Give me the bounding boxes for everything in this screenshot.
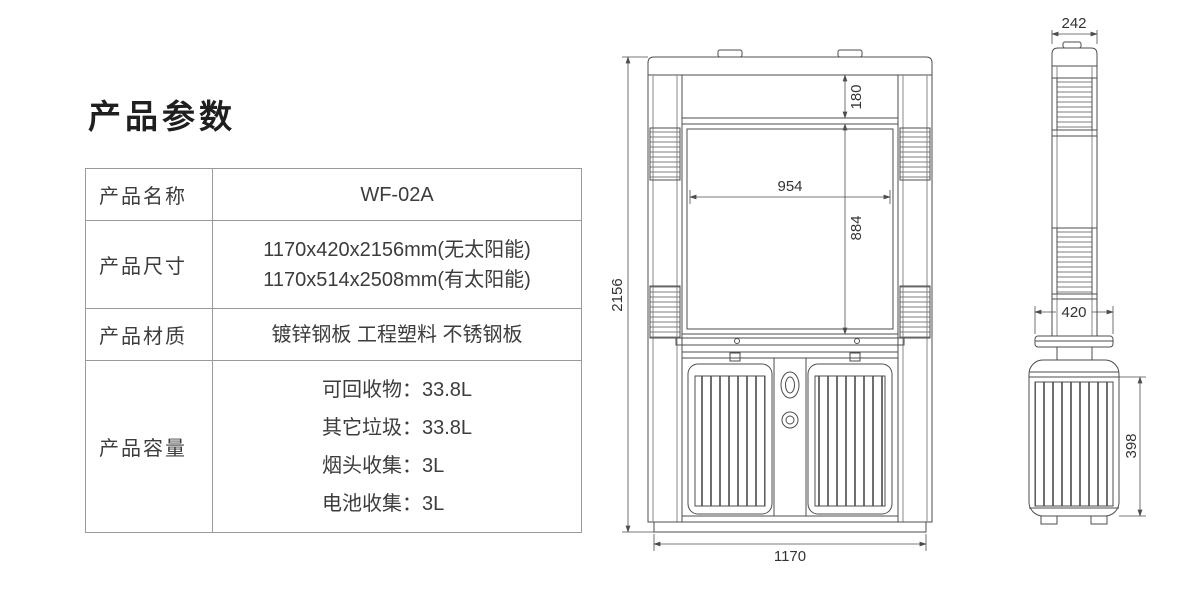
table-row-name: 产品名称 WF-02A	[85, 168, 582, 221]
dim-panel-height-label: 884	[848, 215, 865, 240]
table-row-capacity: 产品容量 可回收物：33.8L 其它垃圾：33.8L 烟头收集：3L 电池收集：…	[85, 360, 582, 533]
front-top-lug-right	[837, 49, 863, 58]
front-door-right	[807, 363, 893, 515]
front-dimension-lines	[622, 56, 927, 551]
table-row-material: 产品材质 镀锌钢板 工程塑料 不锈钢板	[85, 308, 582, 361]
dim-top-gap-label: 180	[848, 84, 865, 109]
side-foot-left	[1040, 515, 1058, 525]
front-top-cap	[647, 56, 933, 76]
front-emblem	[780, 371, 800, 399]
front-top-lug-left	[717, 49, 743, 58]
drawing-svg: 954 180 884 2156 1170	[609, 15, 1146, 565]
capacity-line-3: 烟头收集：3L	[321, 454, 445, 477]
row-value-capacity: 可回收物：33.8L 其它垃圾：33.8L 烟头收集：3L 电池收集：3L	[212, 360, 582, 533]
dim-panel-width-label: 954	[777, 178, 802, 195]
technical-drawing: 954 180 884 2156 1170	[600, 0, 1200, 584]
front-lightbox-panel	[681, 123, 899, 335]
side-dimension-lines	[1034, 30, 1146, 517]
front-grille-upper-right	[899, 127, 931, 181]
dim-depth-label: 420	[1061, 304, 1086, 321]
capacity-line-2: 其它垃圾：33.8L	[321, 416, 473, 439]
product-spec-table: 产品名称 WF-02A 产品尺寸 1170x420x2156mm(无太阳能) 1…	[85, 168, 582, 533]
side-top-lug	[1062, 41, 1082, 49]
size-line-1: 1170x420x2156mm(无太阳能)	[263, 238, 531, 261]
front-grille-lower-left	[649, 285, 681, 339]
row-label-capacity: 产品容量	[85, 360, 213, 533]
side-view	[1028, 41, 1120, 525]
dim-bin-height-label: 398	[1123, 433, 1140, 458]
front-base	[653, 521, 927, 533]
page-title: 产品参数	[88, 98, 236, 135]
front-view	[647, 49, 933, 533]
dim-top-width-label: 242	[1061, 15, 1086, 32]
row-value-name: WF-02A	[212, 168, 582, 221]
row-value-size: 1170x420x2156mm(无太阳能) 1170x514x2508mm(有太…	[212, 220, 582, 309]
capacity-lines: 可回收物：33.8L 其它垃圾：33.8L 烟头收集：3L 电池收集：3L	[322, 371, 472, 523]
dim-total-width-label: 1170	[774, 548, 806, 565]
capacity-line-4: 电池收集：3L	[321, 492, 445, 515]
side-column	[1051, 47, 1098, 66]
dim-total-height-label: 2156	[609, 278, 626, 311]
front-grille-lower-right	[899, 285, 931, 339]
row-label-name: 产品名称	[85, 168, 213, 221]
side-foot-right	[1090, 515, 1108, 525]
row-value-material: 镀锌钢板 工程塑料 不锈钢板	[212, 308, 582, 361]
size-line-2: 1170x514x2508mm(有太阳能)	[263, 268, 531, 291]
capacity-line-1: 可回收物：33.8L	[321, 378, 473, 401]
side-grille-lower	[1056, 227, 1093, 295]
front-grille-upper-left	[649, 127, 681, 181]
table-row-size: 产品尺寸 1170x420x2156mm(无太阳能) 1170x514x2508…	[85, 220, 582, 309]
front-lock	[781, 411, 799, 429]
side-bin	[1028, 359, 1120, 517]
row-label-material: 产品材质	[85, 308, 213, 361]
front-shelf	[675, 337, 905, 346]
row-label-size: 产品尺寸	[85, 220, 213, 309]
side-grille-upper	[1056, 77, 1093, 131]
front-door-left	[687, 363, 773, 515]
